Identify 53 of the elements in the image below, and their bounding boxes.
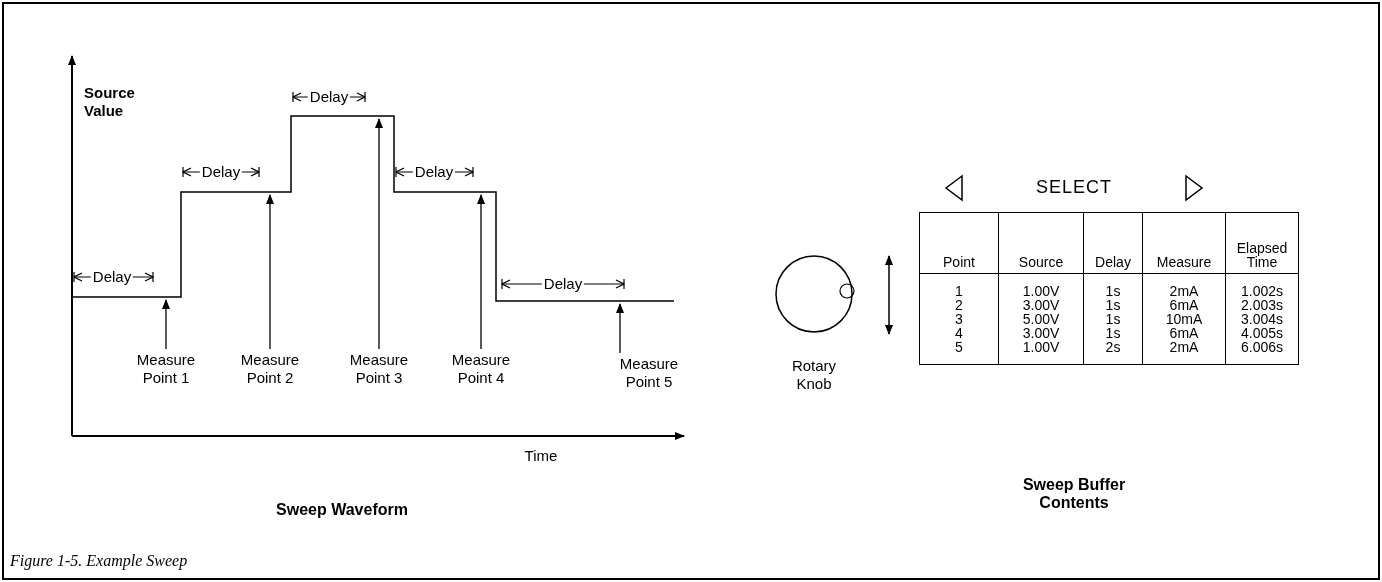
table-cell: 1s — [1083, 273, 1143, 298]
table-cell: 3.00V — [998, 298, 1084, 312]
table-cell: 1.00V — [998, 340, 1084, 365]
leader-arrow — [266, 194, 274, 350]
table-cell: 1s — [1083, 298, 1143, 312]
table-cell: 6mA — [1142, 326, 1226, 340]
column-header: Elapsed Time — [1225, 212, 1299, 274]
table-cell: 1s — [1083, 312, 1143, 326]
measure-point-label: Measure Point 5 — [609, 355, 689, 391]
table-cell: 2s — [1083, 340, 1143, 365]
table-cell: 1s — [1083, 326, 1143, 340]
table-cell: 4 — [919, 326, 999, 340]
measure-point-label: Measure Point 2 — [230, 351, 310, 387]
column-header: Point — [919, 212, 999, 274]
table-cell: 10mA — [1142, 312, 1226, 326]
panel-title: Sweep Waveform — [275, 501, 409, 519]
table-cell: 2 — [919, 298, 999, 312]
table-cell: 4.005s — [1225, 326, 1299, 340]
leader-arrow — [477, 194, 485, 350]
table-cell: 6.006s — [1225, 340, 1299, 365]
table-cell: 2.003s — [1225, 298, 1299, 312]
table-cell: 2mA — [1142, 340, 1226, 365]
column-header: Source — [998, 212, 1084, 274]
measure-point-label: Measure Point 1 — [126, 351, 206, 387]
measure-point-label: Measure Point 3 — [339, 351, 419, 387]
dimension-label: Delay — [412, 163, 456, 181]
dimension-label: Delay — [541, 275, 585, 293]
table-cell: 6mA — [1142, 298, 1226, 312]
table-cell: 3.00V — [998, 326, 1084, 340]
table-cell: 5 — [919, 340, 999, 365]
axis-label: Source Value — [84, 84, 136, 120]
panel-title: Sweep Buffer Contents — [1021, 476, 1127, 512]
table-cell: 5.00V — [998, 312, 1084, 326]
table-cell: 3 — [919, 312, 999, 326]
figure-caption: Figure 1-5. Example Sweep — [10, 552, 188, 570]
dimension-label: Delay — [199, 163, 243, 181]
leader-arrow — [162, 299, 170, 350]
leader-arrow — [616, 303, 624, 354]
table-cell: 1.002s — [1225, 273, 1299, 298]
column-header: Delay — [1083, 212, 1143, 274]
sweep-waveform — [71, 115, 675, 302]
table-cell: 2mA — [1142, 273, 1226, 298]
dimension-label: Delay — [307, 88, 351, 106]
table-cell: 3.004s — [1225, 312, 1299, 326]
column-header: Measure — [1142, 212, 1226, 274]
dimension-label: Delay — [90, 268, 134, 286]
selector-label: SELECT — [1035, 178, 1113, 196]
axis-label: Time — [523, 447, 559, 465]
leader-arrow — [375, 118, 383, 350]
knob-label: Rotary Knob — [790, 357, 838, 393]
table-cell: 1.00V — [998, 273, 1084, 298]
measure-point-label: Measure Point 4 — [441, 351, 521, 387]
table-cell: 1 — [919, 273, 999, 298]
